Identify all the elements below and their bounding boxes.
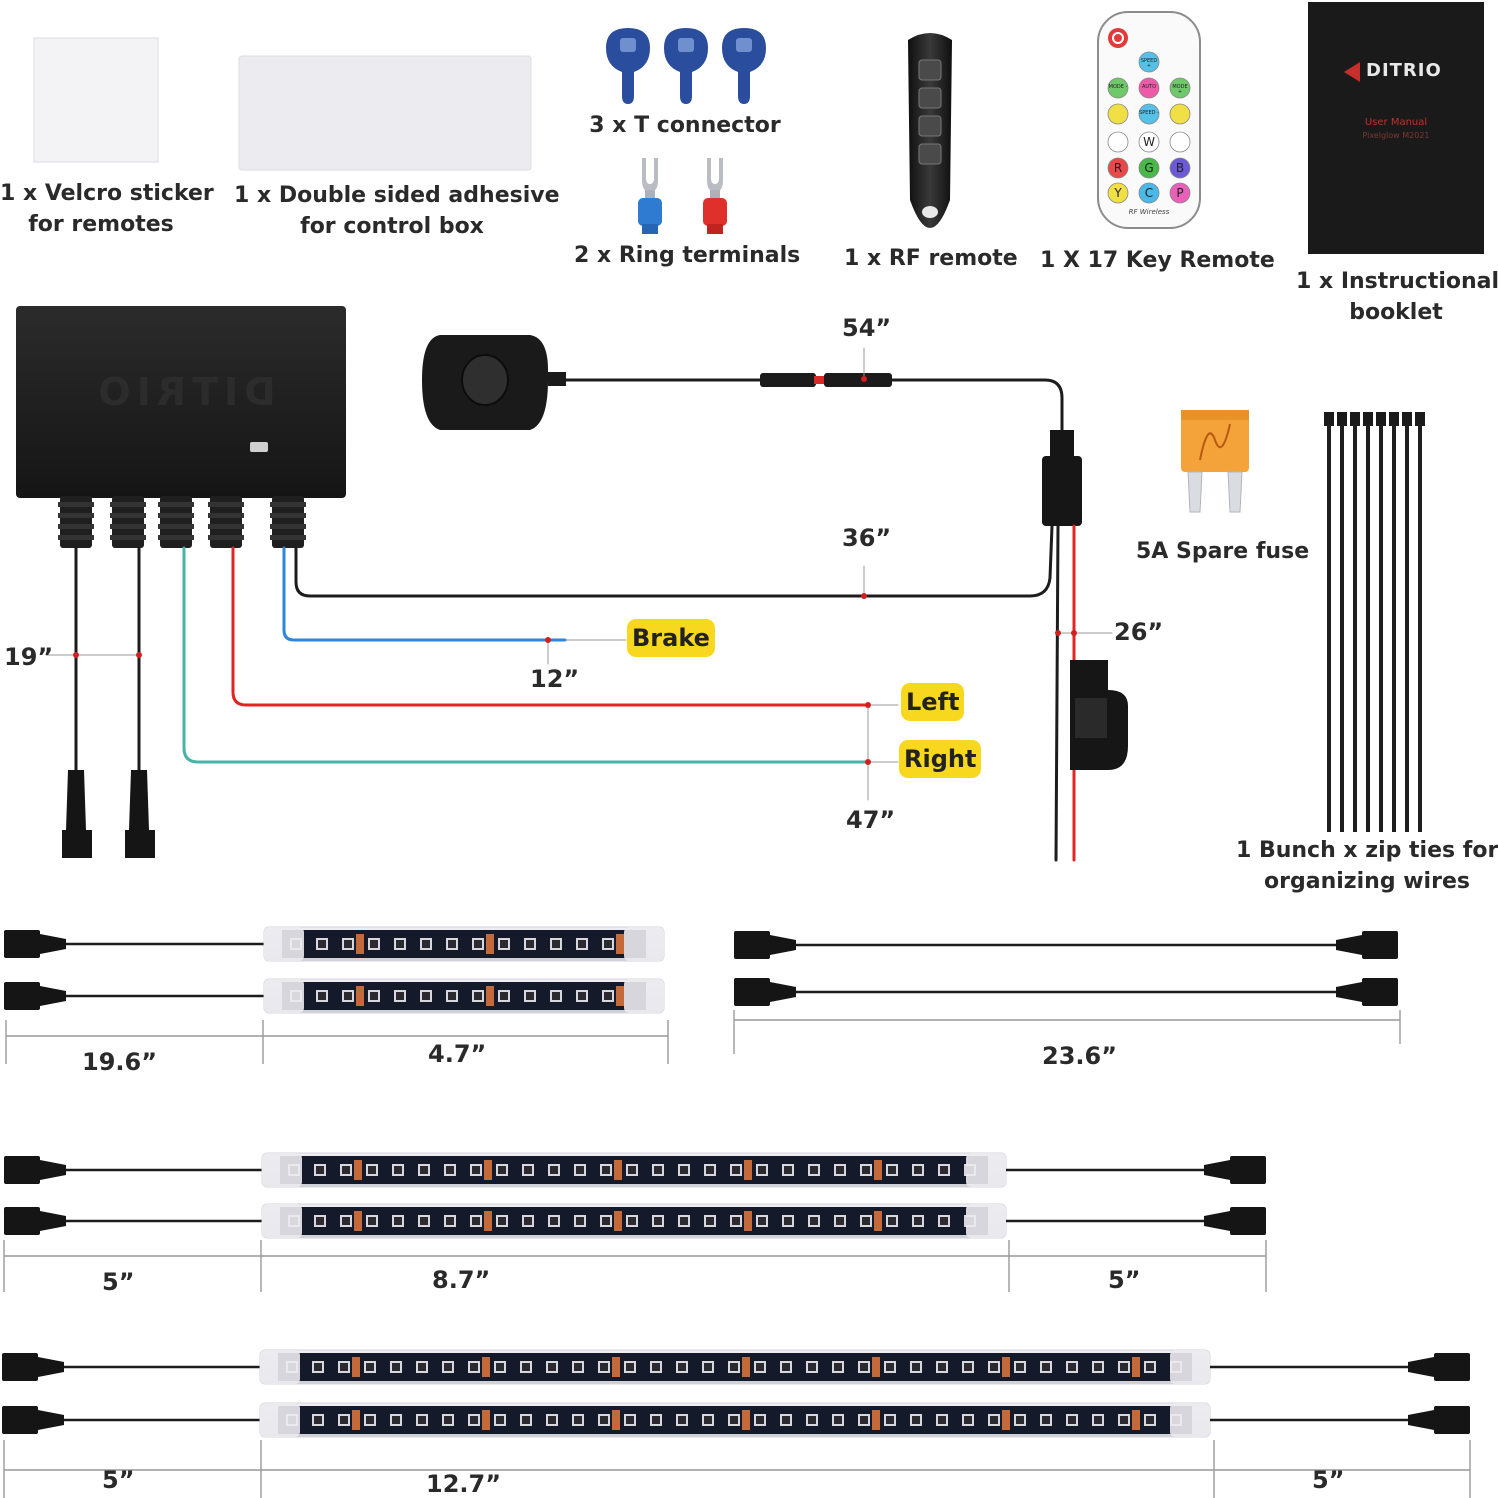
remote-key-label: R <box>1113 161 1123 175</box>
medium-lead-right: 5” <box>1108 1266 1141 1294</box>
right-tag: Right <box>899 740 982 778</box>
spare-fuse-icon <box>1181 410 1249 513</box>
zip-ties-label: 1 Bunch x zip ties for organizing wires <box>1236 835 1498 897</box>
remote-key-label: MODE + <box>1172 84 1188 95</box>
ring-terminal-icon <box>638 158 727 234</box>
key-remote-icon <box>1097 11 1201 229</box>
adhesive-label-line2: for control box <box>300 214 484 239</box>
control-box-icon <box>16 306 346 548</box>
booklet-label-line1: 1 x Instructional <box>1296 269 1498 294</box>
short-strip-length: 4.7” <box>428 1040 487 1068</box>
brake-lead-length: 12” <box>530 665 580 693</box>
output-leads-length: 19” <box>4 643 54 671</box>
t-connector-label: 3 x T connector <box>589 113 781 138</box>
extension-length: 23.6” <box>1042 1042 1117 1070</box>
long-strip-length: 12.7” <box>426 1470 501 1498</box>
turn-leads-length: 47” <box>846 806 896 834</box>
zip-ties-label-line1: 1 Bunch x zip ties for <box>1236 838 1498 863</box>
remote-key-label: B <box>1175 161 1185 175</box>
ring-terminals-label: 2 x Ring terminals <box>574 243 801 268</box>
adhesive-pad-icon <box>238 55 532 171</box>
adhesive-label: 1 x Double sided adhesive for control bo… <box>234 180 560 242</box>
booklet-brand: DITRIO <box>1366 60 1442 81</box>
measure-points <box>73 376 1077 765</box>
velcro-sticker-icon <box>33 37 159 163</box>
remote-key-label: W <box>1143 135 1155 149</box>
wiring-harness <box>45 347 1128 862</box>
booklet-icon <box>1308 2 1484 254</box>
long-lead-left: 5” <box>102 1466 135 1494</box>
brake-tag: Brake <box>627 619 715 657</box>
control-box-brand: DITRIO <box>92 370 276 414</box>
velcro-label-line1: 1 x Velcro sticker <box>0 181 214 206</box>
left-tag: Left <box>901 683 965 721</box>
booklet-subtitle: Pixelglow M2021 <box>1362 131 1430 140</box>
t-connector-icon <box>606 28 766 104</box>
remote-key-label: AUTO <box>1141 84 1157 90</box>
remote-key-label: P <box>1176 186 1184 200</box>
power-lead-length: 26” <box>1114 618 1164 646</box>
remote-key-label: Y <box>1114 186 1122 200</box>
switch-button-icon <box>422 335 566 430</box>
key-remote-label: 1 X 17 Key Remote <box>1040 248 1275 273</box>
booklet-title: User Manual <box>1364 117 1428 128</box>
remote-key-label: G <box>1144 161 1154 175</box>
key-remote-brand: RF Wireless <box>1128 208 1170 216</box>
zip-ties-icon <box>1324 412 1425 832</box>
strip-dimension-lines <box>3 1010 1471 1498</box>
medium-lead-left: 5” <box>102 1268 135 1296</box>
medium-strip-length: 8.7” <box>432 1266 491 1294</box>
rf-remote-icon <box>908 33 952 228</box>
zip-ties-label-line2: organizing wires <box>1264 869 1470 894</box>
booklet-label: 1 x Instructional booklet <box>1296 266 1498 328</box>
main-lead-length: 36” <box>842 524 892 552</box>
remote-key-label: C <box>1144 186 1154 200</box>
remote-key-label: MODE - <box>1108 84 1128 90</box>
led-strips <box>2 926 1470 1438</box>
short-lead-length: 19.6” <box>82 1048 157 1076</box>
switch-lead-length: 54” <box>842 314 892 342</box>
remote-key-label: SPEED + <box>1140 58 1158 69</box>
adhesive-label-line1: 1 x Double sided adhesive <box>234 183 560 208</box>
velcro-label-line2: for remotes <box>28 212 174 237</box>
remote-key-label: SPEED - <box>1139 110 1159 116</box>
fuse-label: 5A Spare fuse <box>1136 539 1310 564</box>
booklet-label-line2: booklet <box>1349 300 1443 325</box>
rf-remote-label: 1 x RF remote <box>844 246 1018 271</box>
long-lead-right: 5” <box>1312 1466 1345 1494</box>
velcro-label: 1 x Velcro sticker for remotes <box>0 178 214 240</box>
